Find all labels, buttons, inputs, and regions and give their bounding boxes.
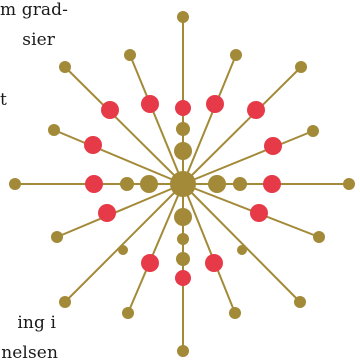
starburst-ray bbox=[182, 66, 302, 185]
gold-dot bbox=[51, 231, 63, 243]
gold-dot bbox=[343, 178, 355, 190]
red-dot bbox=[205, 254, 223, 272]
body-text-line-3: t bbox=[0, 90, 7, 110]
starburst-ray bbox=[53, 129, 184, 185]
red-dot bbox=[175, 100, 191, 116]
gold-dot bbox=[307, 125, 319, 137]
red-dot bbox=[98, 204, 116, 222]
gold-dot bbox=[295, 61, 307, 73]
gold-dot bbox=[59, 296, 71, 308]
gold-dot bbox=[230, 49, 242, 61]
gold-dot bbox=[229, 307, 241, 319]
starburst-ray bbox=[182, 130, 314, 185]
red-dot bbox=[250, 204, 268, 222]
starburst-ray bbox=[182, 183, 236, 314]
gold-dot bbox=[176, 252, 190, 266]
gold-dot bbox=[120, 177, 134, 191]
gold-dot bbox=[233, 177, 247, 191]
gold-dot bbox=[237, 245, 247, 255]
gold-dot bbox=[174, 142, 192, 160]
gold-dot bbox=[122, 307, 134, 319]
body-text-line-5: nelsen bbox=[1, 343, 58, 363]
gold-dot bbox=[124, 49, 136, 61]
body-text-line-4: ing i bbox=[17, 313, 56, 333]
gold-dot bbox=[208, 175, 226, 193]
gold-dot bbox=[9, 178, 21, 190]
red-dot bbox=[247, 101, 265, 119]
starburst-ray bbox=[64, 66, 184, 185]
gold-dot bbox=[177, 345, 189, 357]
red-dot bbox=[264, 137, 282, 155]
starburst-dots bbox=[9, 11, 355, 357]
red-dot bbox=[84, 136, 102, 154]
red-dot bbox=[141, 95, 159, 113]
starburst-ray bbox=[56, 183, 184, 238]
gold-dot bbox=[294, 296, 306, 308]
gold-dot bbox=[177, 233, 189, 245]
gold-dot bbox=[177, 11, 189, 23]
red-dot bbox=[175, 270, 191, 286]
red-dot bbox=[263, 175, 281, 193]
starburst-ray bbox=[182, 183, 301, 303]
gold-dot bbox=[313, 231, 325, 243]
starburst-ray bbox=[127, 183, 184, 314]
starburst-ray bbox=[182, 54, 237, 185]
body-text-line-2: sier bbox=[22, 30, 55, 50]
gold-dot bbox=[118, 245, 128, 255]
red-dot bbox=[101, 101, 119, 119]
gold-dot bbox=[176, 122, 190, 136]
body-text-line-1: m grad- bbox=[0, 0, 68, 20]
gold-dot bbox=[140, 175, 158, 193]
gold-dot bbox=[59, 61, 71, 73]
red-dot bbox=[85, 175, 103, 193]
red-dot bbox=[206, 95, 224, 113]
starburst-ray bbox=[64, 183, 184, 303]
gold-dot bbox=[48, 124, 60, 136]
red-dot bbox=[141, 254, 159, 272]
center-dot bbox=[170, 171, 196, 197]
starburst-ray bbox=[129, 54, 184, 185]
gold-dot bbox=[174, 208, 192, 226]
